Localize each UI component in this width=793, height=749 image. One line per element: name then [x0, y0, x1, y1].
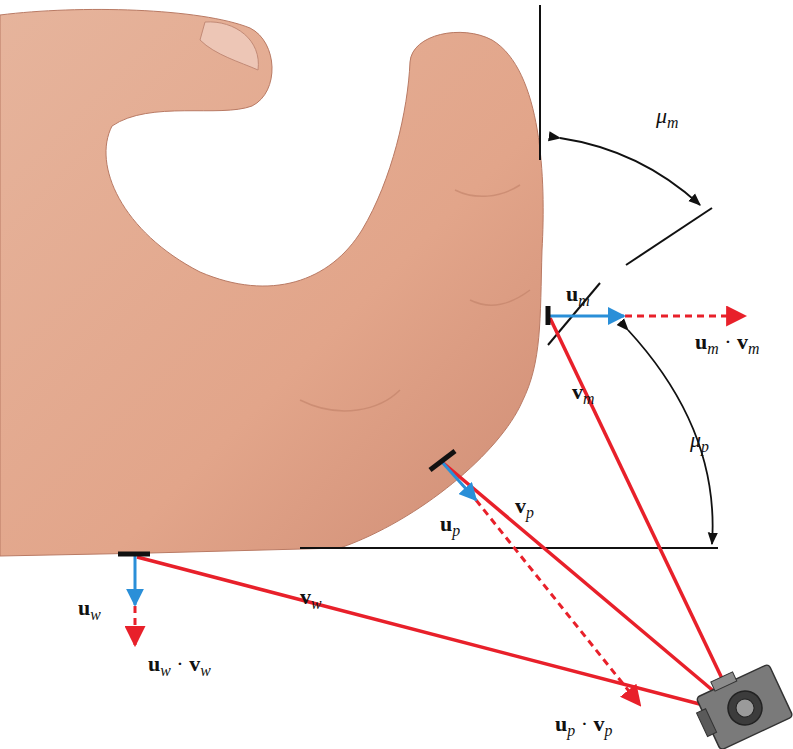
projection-label: um · vm — [695, 330, 759, 354]
sensor — [118, 552, 150, 557]
normal-vector — [550, 315, 624, 318]
projection-label: uw · vw — [148, 652, 211, 676]
sensor — [546, 306, 551, 325]
vector-label: vm — [572, 380, 594, 404]
angle-label: μm — [656, 104, 678, 128]
projection-label: up · vp — [555, 712, 612, 736]
vector-line — [442, 462, 736, 710]
projection-line — [134, 606, 137, 645]
vector-line — [137, 557, 734, 713]
vector-label: um — [566, 282, 590, 306]
thumbnail — [200, 22, 258, 70]
camera-icon — [687, 657, 793, 749]
vector-label: vp — [515, 494, 534, 518]
projection-line — [625, 315, 745, 318]
vector-label: vw — [300, 585, 322, 609]
angle-label: μp — [690, 428, 709, 452]
projection-line — [476, 500, 640, 705]
vector-label: up — [440, 512, 460, 536]
finger-crease — [300, 185, 530, 411]
normal-vector — [134, 556, 137, 605]
hand — [0, 9, 543, 556]
horizontal-reference — [300, 547, 718, 549]
vertical-reference — [539, 5, 541, 160]
sensor — [430, 451, 455, 470]
sensor-plane-line — [626, 208, 712, 265]
angle-arc — [560, 138, 700, 205]
vector-label: uw — [78, 596, 101, 620]
normal-vector — [442, 462, 476, 500]
vector-line — [550, 318, 738, 712]
